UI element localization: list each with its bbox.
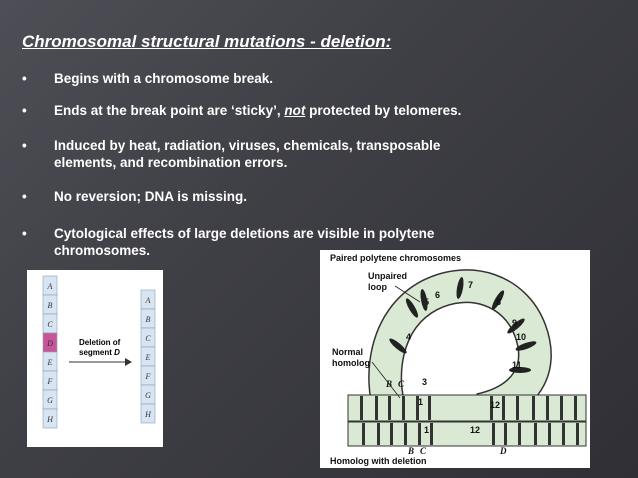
homolog-band-label: B: [407, 446, 414, 456]
loop-band: [507, 318, 525, 334]
loop-band: [405, 298, 419, 318]
segment-label: H: [46, 415, 54, 424]
loop-band-label: 11: [512, 360, 522, 370]
arrow-label-2: segment D: [79, 348, 120, 357]
homolog-band: [375, 396, 378, 420]
loop-fill: [369, 270, 551, 426]
polytene-diagram: Paired polytene chromosomes 4567891011 U…: [320, 250, 590, 468]
homolog-band-label: 1: [418, 397, 423, 407]
deleted-chromosome: A B C E F G H: [140, 289, 156, 424]
homolog-band: [548, 423, 551, 445]
slide-title: Chromosomal structural mutations - delet…: [22, 32, 392, 51]
homolog-band: [404, 423, 407, 445]
original-chromosome: A B C D E F G H: [42, 275, 58, 429]
homolog-band-label: B: [385, 379, 392, 389]
bullet-text: Induced by heat, radiation, viruses, che…: [54, 138, 441, 170]
homolog-band: [418, 423, 421, 445]
segment-label: H: [144, 410, 152, 419]
homolog-band-label: 1: [424, 425, 429, 435]
segment-label: F: [47, 377, 53, 386]
homolog-band: [490, 396, 493, 420]
loop-band: [389, 338, 407, 354]
loop-band-label: 9: [512, 318, 517, 328]
normal-label-1: Normal: [332, 347, 363, 357]
segment-label: A: [47, 282, 53, 291]
homolog-band-label: 3: [422, 377, 427, 387]
homolog-band: [534, 423, 537, 445]
homolog-band: [388, 396, 391, 420]
arrow-head: [125, 358, 132, 366]
homolog-band: [430, 423, 433, 445]
homolog-band: [504, 423, 507, 445]
homolog-band: [576, 423, 579, 445]
loop-band: [420, 289, 428, 311]
bullet-text: Cytological effects of large deletions a…: [54, 226, 435, 258]
polytene-title: Paired polytene chromosomes: [330, 253, 461, 263]
homolog-band: [402, 396, 405, 420]
homolog-band: [416, 396, 419, 420]
unpaired-label-1: Unpaired: [368, 271, 407, 281]
homolog-band: [562, 423, 565, 445]
loop-band-label: 8: [496, 297, 501, 307]
homolog-band: [516, 396, 519, 420]
loop-band: [515, 341, 537, 351]
homolog-bands: [360, 396, 579, 445]
loop-band-label: 4: [406, 332, 411, 342]
homolog-band-label: 12: [470, 425, 480, 435]
loop-band-label: 6: [435, 290, 440, 300]
homolog-band: [574, 396, 577, 420]
segment-label: G: [47, 396, 53, 405]
bullet-text: Ends at the break point are ‘sticky’, no…: [54, 103, 462, 118]
homolog-band-label: C: [420, 446, 427, 456]
homolog-band: [546, 396, 549, 420]
normal-label-2: homolog: [332, 358, 370, 368]
unpaired-label-2: loop: [368, 282, 387, 292]
homolog-band-label: D: [499, 446, 507, 456]
segment-label: A: [145, 296, 151, 305]
bottom-label: Homolog with deletion: [330, 456, 427, 466]
homolog-band: [502, 396, 505, 420]
homolog-band: [360, 396, 363, 420]
deleted-homolog: [347, 421, 587, 447]
segment-label: B: [48, 301, 53, 310]
homolog-band: [560, 396, 563, 420]
segment-label: C: [145, 334, 151, 343]
loop-bands: 4567891011: [389, 277, 537, 373]
bullet-text: Begins with a chromosome break.: [54, 71, 274, 86]
homolog-band-label: C: [398, 379, 405, 389]
segment-label: B: [146, 315, 151, 324]
arrow-label-1: Deletion of: [79, 338, 121, 347]
loop-band-label: 7: [468, 280, 473, 290]
homolog-band: [377, 423, 380, 445]
normal-pointer: [371, 361, 401, 399]
homolog-band: [492, 423, 495, 445]
normal-homolog: [347, 394, 587, 422]
unpaired-pointer: [394, 285, 421, 303]
bullet-text: No reversion; DNA is missing.: [54, 189, 248, 204]
homolog-band: [428, 396, 431, 420]
segment-label: F: [145, 372, 151, 381]
loop-band: [491, 290, 505, 310]
homolog-band: [518, 423, 521, 445]
segment-label: G: [145, 391, 151, 400]
segment-label: C: [47, 320, 53, 329]
segment-label: D: [46, 339, 53, 348]
deletion-diagram-svg: A B C D E F G H A B C E F G H Deletion of segment D: [42, 275, 156, 429]
homolog-band: [390, 423, 393, 445]
homolog-band: [362, 423, 365, 445]
chromosome-segment: [140, 403, 156, 424]
segment-label: E: [145, 353, 151, 362]
polytene-diagram-svg: Paired polytene chromosomes 4567891011 U…: [330, 253, 587, 466]
segment-label: E: [47, 358, 53, 367]
homolog-band-label: 12: [490, 400, 500, 410]
loop-band: [509, 367, 531, 373]
homolog-band: [532, 396, 535, 420]
loop-band-label: 10: [516, 332, 526, 342]
loop-band: [456, 277, 464, 299]
chromosome-segment: [42, 408, 58, 429]
deletion-diagram: A B C D E F G H A B C E F G H Deletion of segment D: [27, 270, 163, 447]
